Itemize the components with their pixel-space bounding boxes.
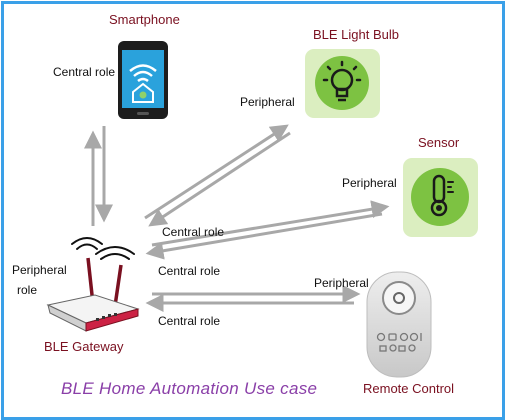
sensor-title: Sensor xyxy=(418,135,460,150)
gateway-sensor-arrows xyxy=(145,200,390,260)
remote-control-icon xyxy=(366,271,432,378)
bulb-peripheral-label: Peripheral xyxy=(240,95,295,109)
gateway-role-label-line1: Peripheral xyxy=(12,263,67,277)
remote-peripheral-label: Peripheral xyxy=(314,276,369,290)
light-bulb-icon xyxy=(305,49,380,118)
sensor-central-label: Central role xyxy=(158,264,221,278)
sensor-peripheral-label: Peripheral xyxy=(342,176,397,190)
diagram-caption: BLE Home Automation Use case xyxy=(61,379,318,398)
gateway-remote-arrows xyxy=(145,285,361,312)
smartphone-gateway-arrows xyxy=(84,126,113,226)
thermometer-icon xyxy=(403,158,478,237)
smartphone-title: Smartphone xyxy=(109,12,180,27)
router-icon xyxy=(46,237,140,332)
gateway-title: BLE Gateway xyxy=(44,339,124,354)
bulb-central-label: Central role xyxy=(162,225,225,239)
bulb-title: BLE Light Bulb xyxy=(313,27,400,42)
remote-central-label: Central role xyxy=(158,314,221,328)
smartphone-wifi-home-icon xyxy=(118,41,168,119)
smartphone-role-label: Central role xyxy=(53,65,116,79)
remote-title: Remote Control xyxy=(363,381,455,396)
gateway-role-label-line2: role xyxy=(17,283,38,297)
gateway-bulb-arrows xyxy=(144,124,291,227)
